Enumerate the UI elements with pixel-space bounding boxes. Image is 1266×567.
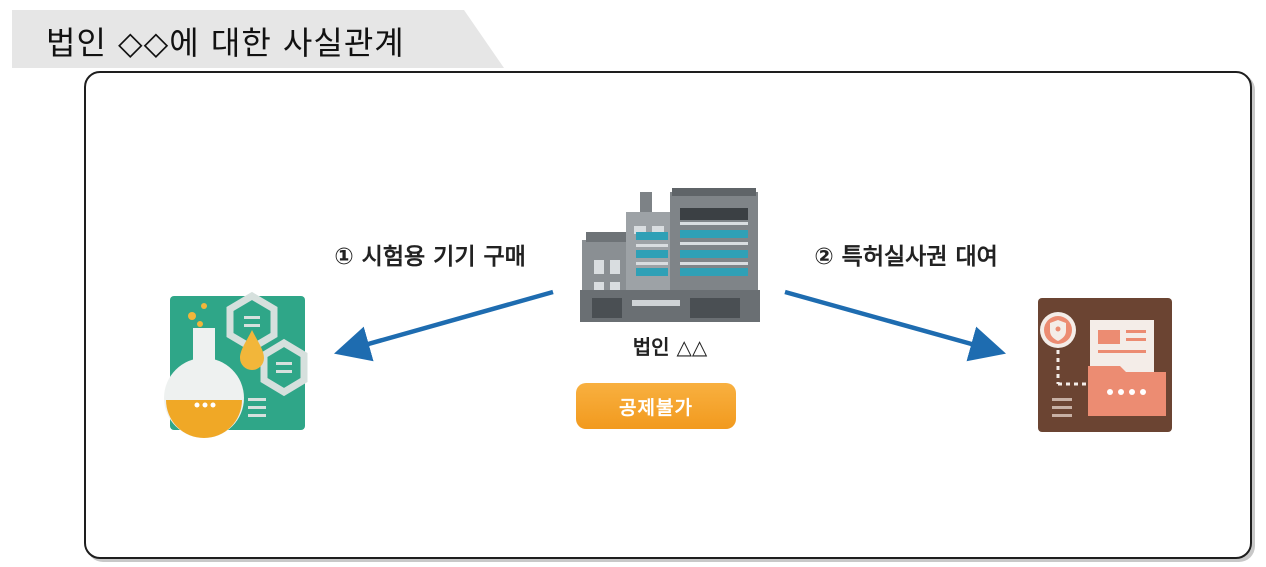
deduction-status-badge: 공제불가	[576, 383, 736, 429]
center-entity-label: 법인 △△	[633, 335, 708, 359]
right-relation-label: ② 특허실사권 대여	[814, 244, 998, 270]
building-icon	[580, 188, 760, 322]
right-arrow	[785, 292, 993, 350]
patent-document-icon	[1038, 298, 1172, 432]
left-arrow	[347, 292, 553, 350]
lab-flask-icon	[164, 296, 305, 438]
left-relation-label: ① 시험용 기기 구매	[334, 244, 526, 270]
